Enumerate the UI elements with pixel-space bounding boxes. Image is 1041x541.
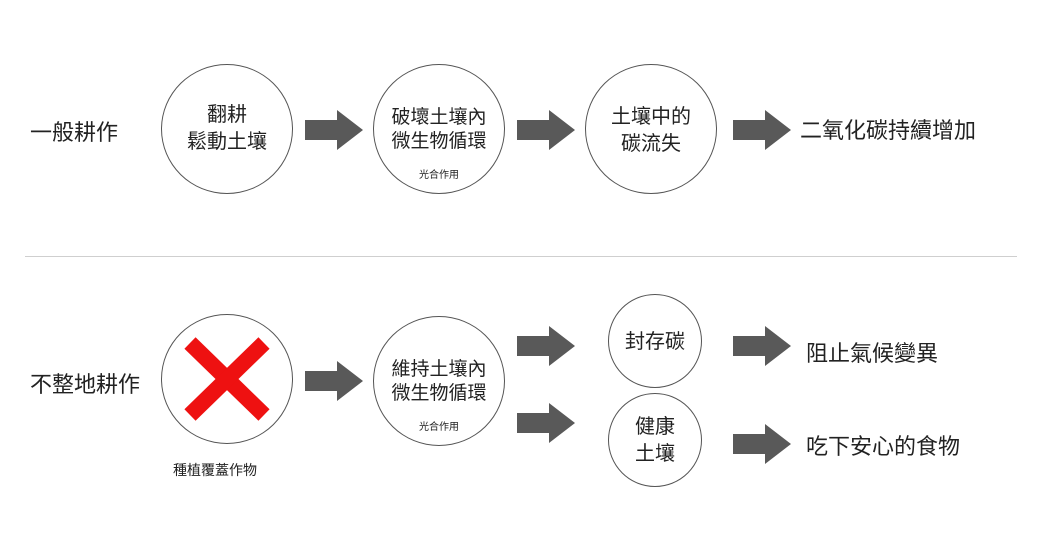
node-healthy-soil: 健康 土壤 <box>608 393 702 487</box>
node-tillage-text: 翻耕 鬆動土壤 <box>187 102 267 153</box>
node-maintain-microbes-text: 維持土壤內 微生物循環 <box>391 358 487 404</box>
node-no-tillage <box>161 314 293 444</box>
arrow-right-icon <box>733 326 791 366</box>
node-disrupt-microbes: 破壞土壤內 微生物循環 光合作用 <box>373 64 505 194</box>
node-carbon-loss-text: 土壤中的 碳流失 <box>611 104 691 155</box>
row2-label: 不整地耕作 <box>30 373 141 398</box>
arrow-right-icon <box>305 361 363 401</box>
result-prevent-climate-change: 阻止氣候變異 <box>806 342 939 367</box>
node-carbon-sequestration: 封存碳 <box>608 294 702 388</box>
row1-result: 二氧化碳持續增加 <box>800 119 977 144</box>
arrow-right-icon <box>305 110 363 150</box>
arrow-right-icon <box>517 110 575 150</box>
arrow-right-icon <box>733 424 791 464</box>
arrow-right-icon <box>517 326 575 366</box>
arrow-right-icon <box>733 110 791 150</box>
node-disrupt-microbes-text: 破壞土壤內 微生物循環 <box>391 106 487 152</box>
node-tillage: 翻耕 鬆動土壤 <box>161 64 293 194</box>
photosynthesis-label: 光合作用 <box>419 422 459 433</box>
photosynthesis-label: 光合作用 <box>419 170 459 181</box>
cover-crop-caption: 種植覆蓋作物 <box>173 463 257 479</box>
divider <box>25 256 1017 257</box>
result-safe-food: 吃下安心的食物 <box>806 435 961 460</box>
node-carbon-sequestration-text: 封存碳 <box>625 329 685 353</box>
node-carbon-loss: 土壤中的 碳流失 <box>585 64 717 194</box>
arrow-right-icon <box>517 403 575 443</box>
node-maintain-microbes: 維持土壤內 微生物循環 光合作用 <box>373 316 505 446</box>
node-healthy-soil-text: 健康 土壤 <box>635 414 675 465</box>
x-mark-icon <box>184 337 270 421</box>
row1-label: 一般耕作 <box>30 121 119 146</box>
